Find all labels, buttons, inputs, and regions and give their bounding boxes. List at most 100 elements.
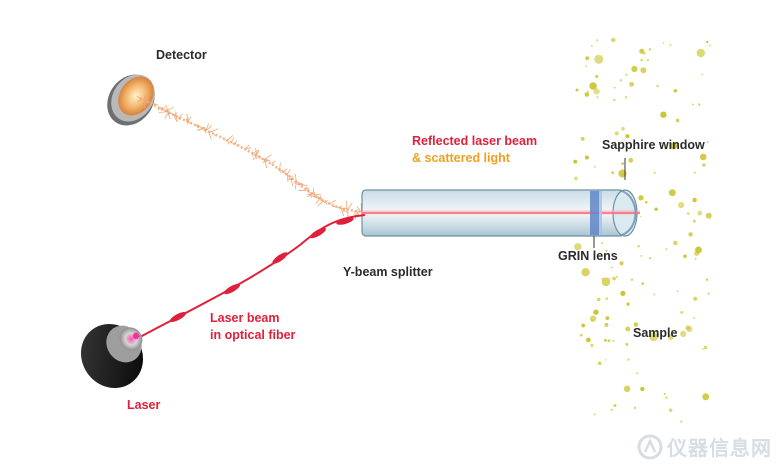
scatter-ray (161, 108, 170, 113)
sample-particle (653, 171, 656, 174)
sample-particle (619, 79, 623, 82)
sample-particle (585, 65, 588, 68)
sample-particle (613, 99, 616, 102)
laser-pulse (223, 283, 241, 295)
scatter-ray (257, 155, 263, 160)
sample-particle (625, 73, 628, 77)
sample-particle (699, 153, 707, 161)
scatter-ray (311, 191, 314, 195)
laser-pulse (169, 312, 187, 322)
scatter-ray (196, 124, 199, 127)
sample-particle (605, 297, 608, 300)
scattered-light-rays (136, 93, 362, 220)
sample-particle (604, 322, 609, 327)
sample-particle (580, 137, 585, 141)
sample-particle (589, 82, 597, 90)
watermark: 仪器信息网 (637, 432, 772, 461)
sample-particle (601, 277, 611, 287)
scatter-ray (143, 100, 146, 104)
sample-particle (706, 140, 709, 143)
sample-particle (702, 163, 706, 167)
scatter-ray (324, 200, 329, 202)
sample-particle (664, 146, 668, 150)
scatter-ray (147, 100, 150, 104)
sample-particle (649, 332, 659, 342)
sample-particle (686, 212, 690, 215)
scatter-ray (314, 193, 318, 196)
sample-particle (610, 266, 613, 269)
scatter-ray (205, 123, 210, 131)
sample-particle (673, 89, 677, 93)
sample-particle (705, 212, 712, 219)
sample-particle (595, 74, 599, 79)
laser-pulse (272, 252, 288, 264)
sample-particle (697, 210, 703, 216)
scatter-ray (354, 210, 356, 220)
detector-label: Detector (156, 48, 207, 62)
sample-particle (625, 134, 630, 139)
scatter-ray (227, 140, 230, 145)
sample-particle (574, 243, 582, 251)
sample-particle (589, 315, 597, 322)
sample-particle (586, 90, 589, 93)
sample-particle (614, 131, 619, 136)
grin-lens (590, 191, 602, 235)
sample-particle (646, 59, 650, 62)
sample-particle (692, 197, 697, 203)
detector-icon (107, 74, 155, 126)
scatter-ray (223, 139, 228, 141)
sample-particle (678, 202, 685, 209)
sample-particle (585, 56, 590, 61)
grin-lens-label: GRIN lens (558, 249, 618, 263)
scatter-ray (355, 209, 358, 212)
sample-particle (633, 322, 639, 327)
sample-particle (636, 372, 639, 375)
scatter-ray (187, 121, 189, 125)
sample-particle (580, 333, 583, 337)
scatter-ray (345, 200, 348, 210)
sample-particle (640, 58, 644, 62)
reflected-beam-label: Reflected laser beam (412, 134, 538, 148)
sapphire-window (621, 190, 637, 236)
sample-particle (680, 311, 684, 314)
scatter-ray (230, 137, 235, 143)
scatter-ray (149, 102, 159, 106)
scatter-ray (318, 196, 325, 202)
scatter-ray (315, 198, 321, 204)
scatter-ray (289, 175, 293, 178)
sample-particle (693, 171, 697, 174)
sample-particle (640, 386, 645, 392)
scatter-ray (329, 199, 337, 205)
scatter-ray (290, 177, 293, 187)
sample-particle (621, 126, 625, 131)
scatter-ray (345, 207, 348, 210)
sample-particle (648, 48, 652, 51)
sample-particle (615, 276, 618, 278)
scatter-ray (244, 144, 250, 150)
sample-particle (623, 385, 631, 393)
watermark-logo-icon (637, 434, 663, 459)
sample-particle (660, 111, 667, 118)
y-beam-splitter-label: Y-beam splitter (343, 265, 433, 279)
sample-particle (639, 48, 645, 54)
sample-particle (696, 48, 705, 58)
scatter-ray (347, 202, 353, 210)
scatter-ray (299, 183, 305, 186)
sample-particle (702, 393, 710, 401)
optical-fiber-label: in optical fiber (210, 328, 296, 342)
sample-particle (598, 361, 602, 365)
sample-particle (693, 317, 695, 319)
sample-particle (709, 44, 711, 47)
sample-particle (694, 257, 697, 260)
sample-particle (626, 302, 630, 306)
scatter-ray (158, 111, 167, 113)
sample-particle (688, 232, 693, 237)
sample-particle (701, 348, 704, 350)
scatter-ray (262, 160, 266, 164)
sample-label: Sample (633, 326, 678, 340)
scatter-ray (266, 159, 271, 162)
scatter-ray (339, 207, 346, 210)
sample-particle (590, 343, 594, 348)
scatter-ray (164, 112, 170, 119)
